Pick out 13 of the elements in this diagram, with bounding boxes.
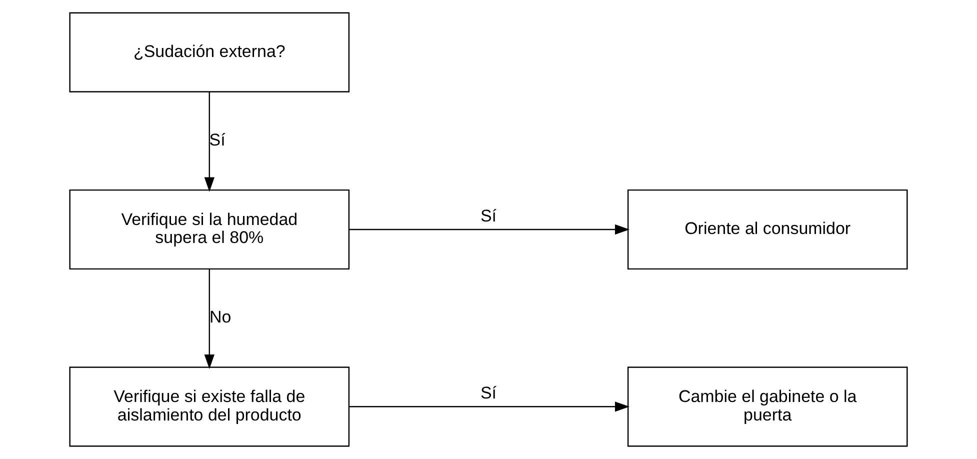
node-box: Oriente al consumidor: [627, 189, 908, 270]
arrow: [349, 224, 630, 235]
node-box: Cambie el gabinete o la puerta: [627, 366, 908, 447]
edge-label: No: [209, 308, 232, 327]
edge-label: Sí: [209, 130, 226, 150]
arrow: [204, 92, 214, 192]
arrow: [349, 402, 630, 412]
arrow: [204, 269, 214, 370]
edge-label: Sí: [480, 206, 497, 226]
node-box: Verifique si existe falla de aislamiento del producto: [69, 366, 350, 447]
edge-label: Sí: [480, 383, 497, 402]
node-box: Verifique si la humedad supera el 80%: [69, 189, 350, 270]
node-box: ¿Sudación externa?: [69, 12, 350, 92]
